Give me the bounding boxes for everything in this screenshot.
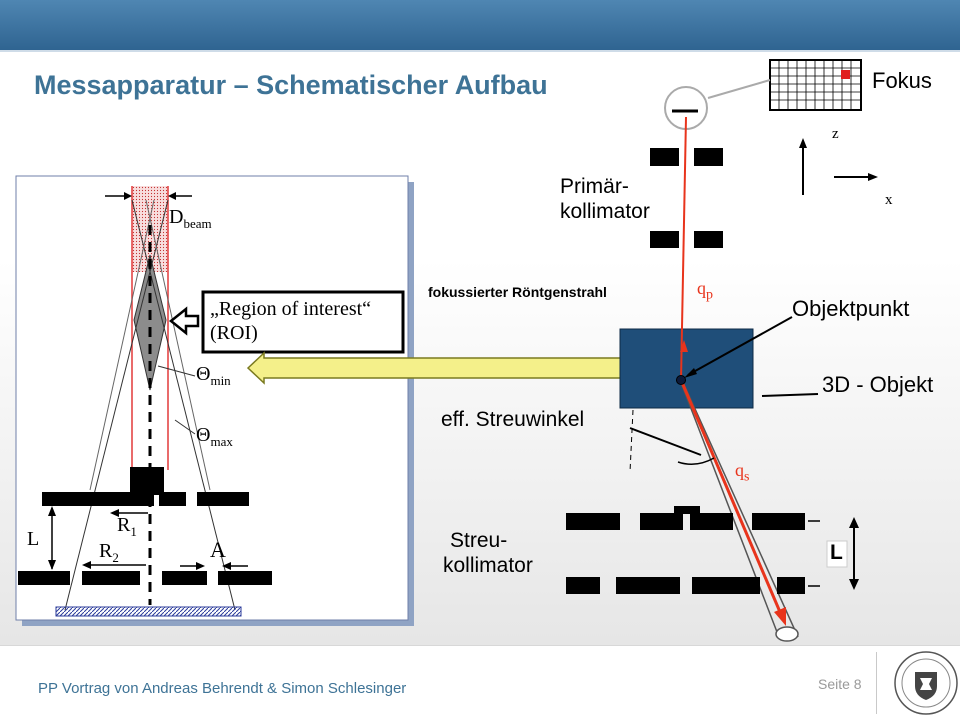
streuwinkel-leader — [629, 427, 702, 456]
theta-min-label: Θmin — [196, 363, 231, 388]
object-point — [676, 375, 686, 385]
scatter-collimator-block — [777, 577, 805, 594]
header-bar — [0, 0, 960, 50]
cone-line — [89, 199, 155, 491]
collimator-plate — [42, 492, 134, 506]
roi-hollow-arrow — [168, 306, 200, 336]
scatter-collimator-block — [690, 513, 733, 530]
3d-objekt-label: 3D - Objekt — [822, 372, 934, 397]
streuwinkel-label: eff. Streuwinkel — [441, 408, 585, 431]
streukollimator-label: Streu- kollimator — [443, 529, 533, 577]
scatter-collimator-block — [692, 577, 760, 594]
footer-bar — [0, 645, 960, 721]
theta-min-leader — [157, 365, 196, 377]
primary-collimator-block — [650, 231, 679, 248]
primary-collimator-block — [694, 231, 723, 248]
scatter-angle-arc — [677, 457, 715, 465]
collimator-plate — [18, 571, 70, 585]
focus-point — [841, 70, 850, 79]
collimator-plate — [82, 571, 140, 585]
z-arrowhead — [799, 138, 807, 148]
primaerkollimator-label: Primär- kollimator — [560, 175, 650, 223]
scatter-beam-arrowhead — [774, 607, 786, 626]
header-divider — [0, 50, 960, 52]
l-label-left: L — [27, 528, 40, 550]
objekt-leader — [761, 393, 819, 397]
theta-max-label: Θmax — [196, 424, 233, 449]
beam-label: fokussierter Röntgenstrahl — [428, 284, 607, 300]
cone-line — [145, 199, 211, 491]
d-arrowhead — [124, 192, 132, 200]
footer-text: PP Vortrag von Andreas Behrendt & Simon … — [38, 680, 407, 697]
focus-connector — [707, 79, 771, 99]
objektpunkt-leader — [687, 316, 793, 376]
collimator-plate — [197, 492, 249, 506]
scatter-collimator-block — [640, 513, 683, 530]
collimator-plate — [132, 480, 154, 506]
r1-label: R1 — [117, 514, 137, 539]
d-arrowhead — [168, 192, 176, 200]
r1-arrowhead — [110, 509, 119, 517]
primary-collimator-block — [650, 148, 679, 166]
footer-divider — [876, 652, 877, 714]
primary-beam — [680, 116, 687, 381]
primary-beam-arrowhead — [680, 340, 688, 352]
x-axis-label: x — [885, 192, 893, 208]
focus-grid — [769, 59, 862, 111]
objektpunkt-arrowhead — [684, 368, 697, 378]
l-arrowhead — [849, 517, 859, 528]
theta-max-leader — [174, 419, 196, 435]
transfer-arrow — [246, 351, 669, 385]
collimator-plate — [218, 571, 272, 585]
scatter-beam — [679, 379, 782, 613]
l-arrowhead — [849, 579, 859, 590]
objektpunkt-label: Objektpunkt — [792, 296, 910, 321]
d-beam-label: Dbeam — [169, 206, 212, 231]
scatter-collimator-block — [616, 577, 680, 594]
primary-collimator-block — [694, 148, 723, 166]
scatter-cylinder-edge — [681, 379, 799, 638]
a-arrowhead — [222, 562, 231, 570]
z-axis-label: z — [832, 126, 839, 142]
l-label-right: L — [830, 541, 843, 564]
roi-diamond — [133, 254, 167, 391]
roi-label: „Region of interest“ (ROI) — [210, 298, 372, 344]
scatter-collimator-block — [566, 577, 600, 594]
scatter-cylinder-edge — [679, 379, 778, 633]
fokus-label: Fokus — [872, 68, 932, 93]
a-arrowhead — [196, 562, 205, 570]
page-number: Seite 8 — [818, 676, 862, 692]
roi-box — [201, 290, 405, 354]
slide-title: Messapparatur – Schematischer Aufbau — [34, 70, 548, 100]
collimator-plate — [162, 571, 207, 585]
l-arrowhead — [48, 560, 56, 570]
theta-s-label: qs — [735, 460, 750, 485]
scatter-collimator-block — [674, 506, 700, 514]
collimator-plate — [159, 492, 186, 506]
university-seal — [894, 651, 958, 715]
l-arrowhead — [48, 506, 56, 516]
l-label-box — [826, 540, 848, 568]
theta-p-label: qp — [697, 278, 713, 303]
r2-label: R2 — [99, 540, 119, 565]
scatter-cylinder-end — [775, 626, 799, 642]
reference-dashed-line — [629, 409, 634, 473]
a-label: A — [210, 537, 226, 562]
scatter-collimator-block — [752, 513, 805, 530]
detector — [55, 606, 242, 617]
scatter-collimator-block — [566, 513, 620, 530]
x-arrowhead — [868, 173, 878, 181]
r2-arrowhead — [82, 561, 91, 569]
